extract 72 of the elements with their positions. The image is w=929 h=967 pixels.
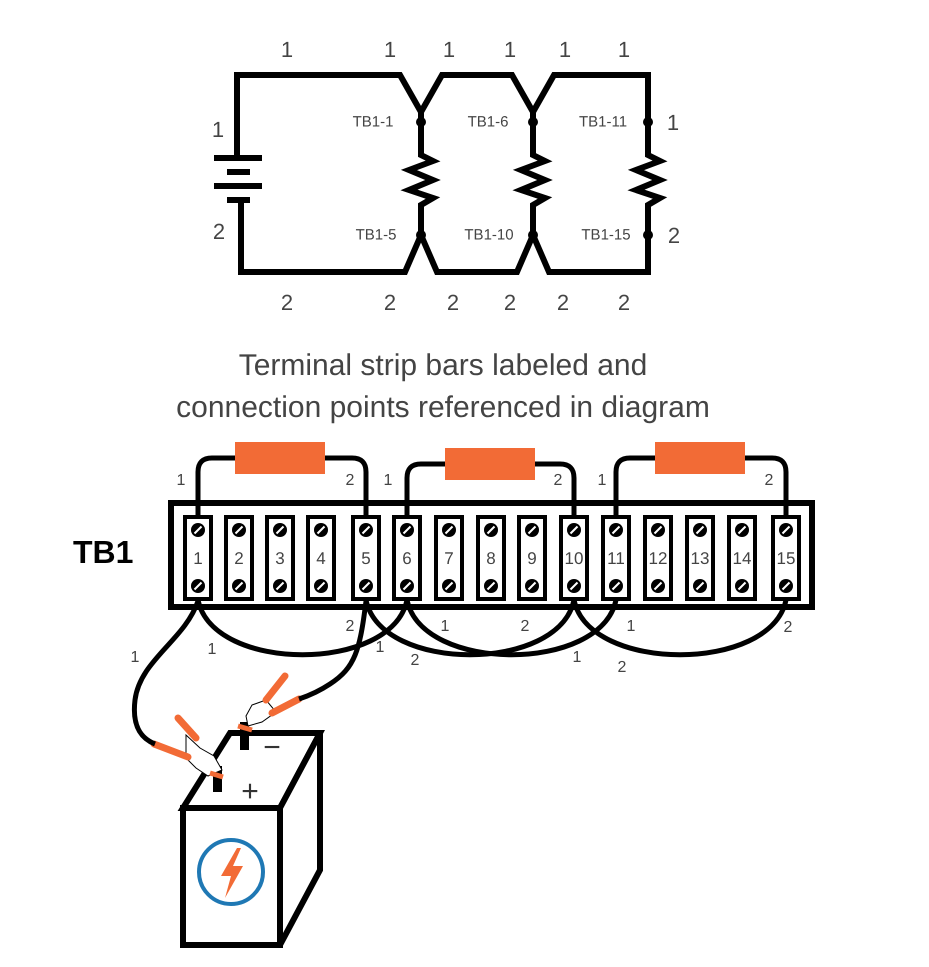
wire-number: 1: [572, 650, 582, 666]
wire-number: 1: [208, 642, 216, 658]
wire: [364, 599, 576, 658]
wire-number: 1: [442, 39, 456, 61]
wire-number: 1: [212, 119, 224, 141]
junction-label: TB1-10: [464, 228, 514, 242]
wire: [572, 599, 788, 658]
wire-number: 2: [618, 660, 626, 676]
terminal: 12: [643, 515, 673, 601]
strip-label: TB1: [73, 536, 134, 568]
wire-number: 2: [384, 292, 396, 314]
wire-number: 1: [384, 39, 396, 61]
wire-number: 2: [764, 473, 774, 489]
wire-number: 1: [384, 473, 392, 489]
minus-sign: −: [263, 733, 281, 763]
resistor: [655, 442, 745, 474]
wire-number: 1: [626, 619, 636, 635]
wire-number: 2: [504, 292, 516, 314]
terminal: 7: [434, 515, 464, 601]
wire-number: 2: [554, 473, 562, 489]
wire: [404, 462, 445, 515]
wire-number: 1: [376, 640, 384, 656]
wire-number: 2: [212, 221, 226, 243]
wire-number: 2: [446, 292, 460, 314]
junction-label: TB1-15: [581, 228, 631, 242]
wire-number: 1: [558, 39, 572, 61]
wire: [614, 456, 655, 515]
wire-number: 2: [410, 653, 420, 669]
terminal: 13: [685, 515, 715, 601]
terminal: 1: [183, 515, 213, 601]
terminal: 11: [601, 515, 631, 601]
junction-label: TB1-11: [578, 114, 628, 130]
resistor: [235, 442, 325, 474]
wire: [298, 600, 368, 702]
plus-sign: +: [241, 777, 259, 807]
wire-number: 1: [666, 112, 680, 134]
terminal: 14: [727, 515, 757, 601]
wire-number: 1: [440, 619, 450, 635]
wire-number: 1: [504, 39, 516, 61]
terminal: 10: [559, 515, 589, 601]
terminal: 2: [224, 515, 254, 601]
wire-number: 2: [280, 292, 294, 314]
wire: [196, 599, 410, 658]
terminal: 4: [306, 515, 336, 601]
wire-number: 1: [598, 473, 606, 489]
wire-number: 1: [176, 473, 186, 489]
terminal: 8: [476, 515, 506, 601]
junction-label: TB1-6: [468, 114, 508, 130]
resistor: [445, 448, 535, 480]
wire-number: 2: [520, 619, 530, 635]
wire: [535, 462, 576, 515]
junction-label: TB1-1: [352, 114, 394, 130]
wire-number: 2: [618, 292, 630, 314]
terminal: 5: [351, 515, 381, 601]
terminal: 6: [392, 515, 422, 601]
wire: [325, 456, 368, 515]
wire-number: 1: [130, 650, 140, 666]
caption: Terminal strip bars labeled and connection points referenced in diagram: [175, 348, 711, 426]
terminal: 15: [771, 515, 801, 601]
wire: [745, 456, 788, 515]
wire-number: 2: [346, 473, 354, 489]
wire-number: 2: [346, 619, 354, 635]
wire: [196, 456, 235, 515]
wire-number: 2: [668, 225, 680, 247]
junction-label: TB1-5: [356, 228, 396, 242]
terminal: 3: [265, 515, 295, 601]
wire: [404, 599, 618, 658]
wire-number: 2: [784, 620, 792, 636]
terminal: 9: [517, 515, 547, 601]
wire-number: 1: [280, 39, 294, 61]
wire-number: 2: [556, 292, 570, 314]
wire-number: 1: [618, 39, 630, 61]
